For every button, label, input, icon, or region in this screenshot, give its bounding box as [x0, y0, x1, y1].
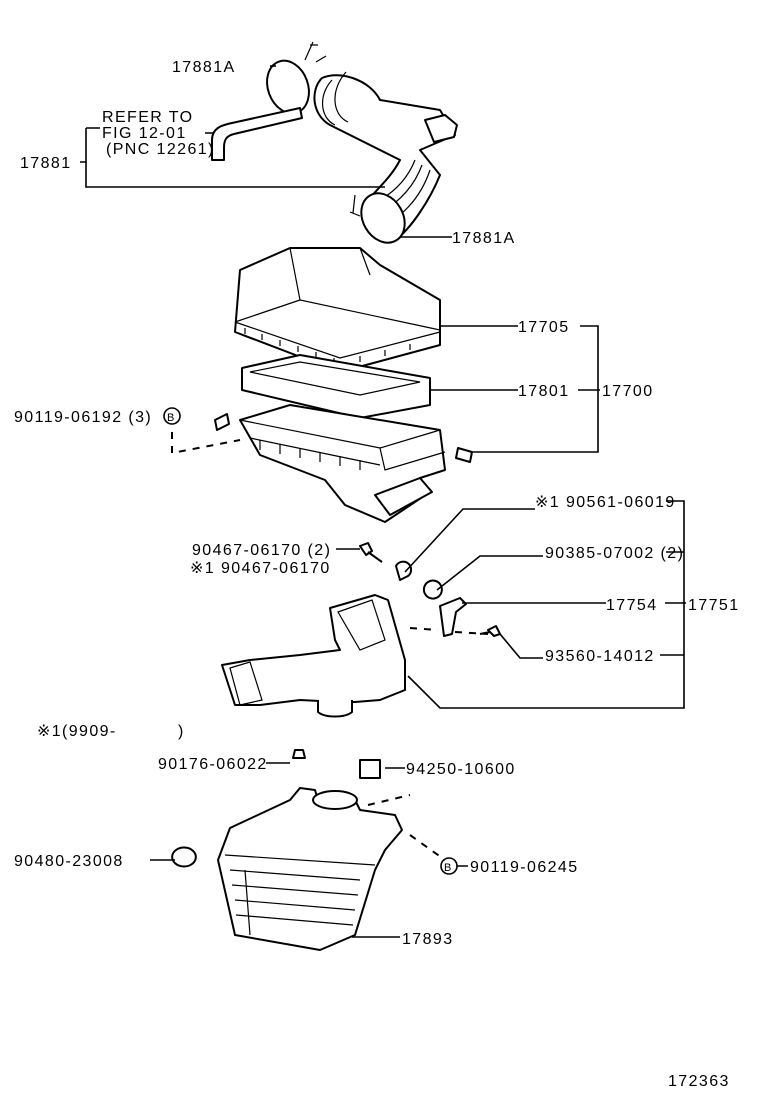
label-90176-06022: 90176-06022 [158, 756, 268, 773]
filter-element-drawing [241, 354, 431, 419]
label-17705: 17705 [518, 319, 570, 336]
air-inlet-drawing [221, 594, 406, 718]
label-17751: 17751 [688, 597, 740, 614]
svg-text:B: B [167, 412, 174, 424]
label-90480-23008: 90480-23008 [14, 853, 124, 870]
label-90119-06245: 90119-06245 [470, 859, 579, 876]
hardware-drawings [171, 542, 501, 868]
callout-b-upper: B [163, 407, 181, 425]
label-93560-14012: 93560-14012 [545, 648, 655, 665]
callout-b-lower: B [440, 857, 458, 875]
label-refer-to: REFER TO [102, 109, 194, 126]
svg-text:B: B [444, 862, 451, 874]
label-17893: 17893 [402, 931, 454, 948]
label-90467-06170-alt: ※1 90467-06170 [190, 560, 331, 577]
figure-number: 172363 [668, 1073, 730, 1090]
label-94250-10600: 94250-10600 [406, 761, 516, 778]
air-cleaner-cap-drawing [234, 247, 441, 373]
leader-lines [80, 65, 686, 938]
part-labels: 17881A REFER TO FIG 12-01 (PNC 12261) 17… [14, 59, 740, 1090]
label-fig-ref: FIG 12-01 [102, 125, 187, 142]
label-17754: 17754 [606, 597, 658, 614]
footnote-close: ) [178, 723, 185, 740]
air-cleaner-case-drawing [214, 404, 473, 523]
label-90561-06019: ※1 90561-06019 [535, 494, 676, 511]
label-17881a-top: 17881A [172, 59, 236, 76]
label-90385-07002: 90385-07002 (2) [545, 545, 684, 562]
label-17881: 17881 [20, 155, 72, 172]
label-pnc-ref: (PNC 12261) [106, 141, 215, 158]
label-17801: 17801 [518, 383, 570, 400]
footnote-range: (9909- [62, 723, 117, 740]
intake-hose-drawing [211, 41, 458, 244]
label-90119-06192: 90119-06192 (3) [14, 409, 152, 426]
label-90467-06170: 90467-06170 (2) [192, 542, 331, 559]
label-17881a-bottom: 17881A [452, 230, 516, 247]
footnote-mark: ※1 [37, 723, 62, 740]
resonator-drawing [217, 787, 403, 951]
label-17700: 17700 [602, 383, 654, 400]
